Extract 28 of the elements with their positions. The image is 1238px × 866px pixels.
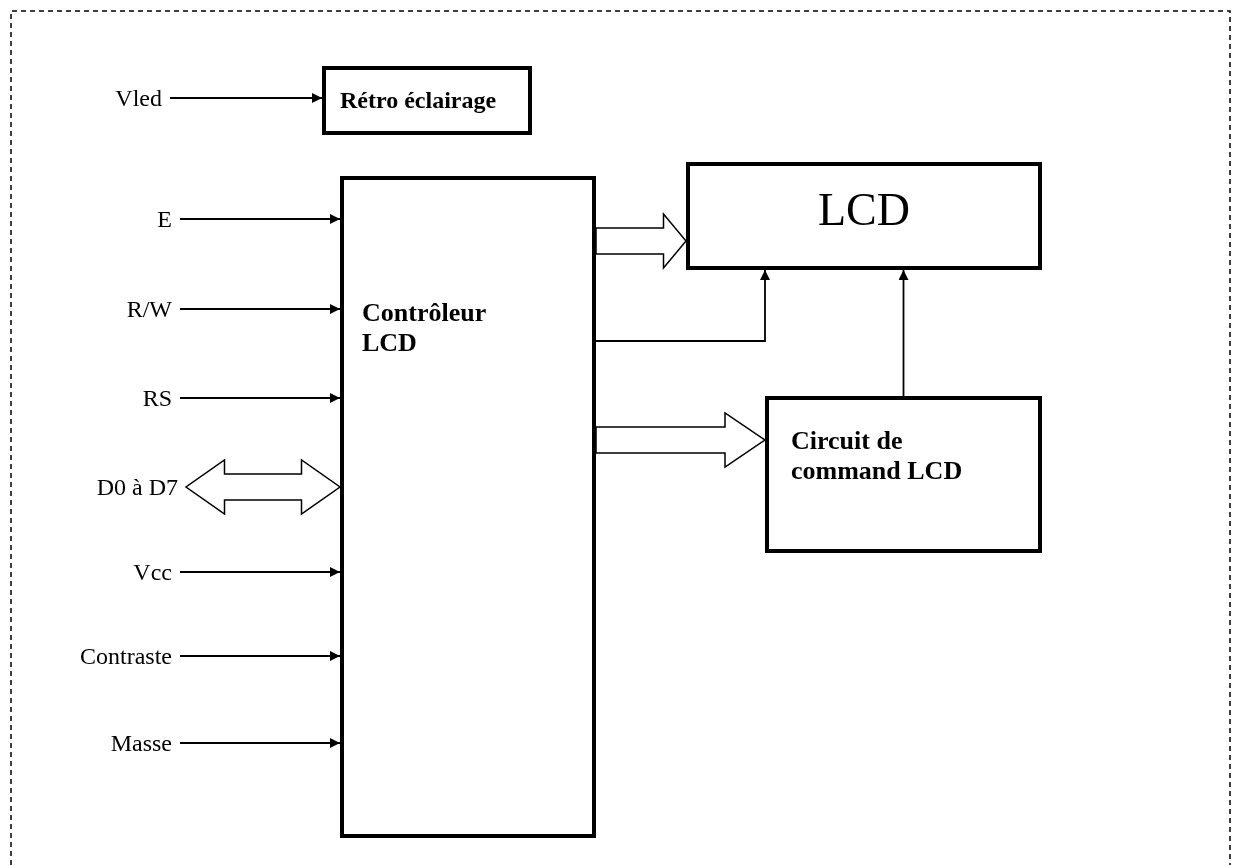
signal-name: RS bbox=[142, 384, 172, 413]
arrow bbox=[169, 93, 323, 103]
arrow bbox=[179, 738, 341, 748]
bus-arrow bbox=[595, 211, 687, 271]
block-label: Contrôleur LCD bbox=[362, 298, 487, 358]
bus-arrow bbox=[595, 411, 767, 469]
arrow bbox=[179, 214, 341, 224]
signal-name: R/W bbox=[126, 295, 172, 324]
signal-name: Contraste bbox=[80, 642, 172, 671]
block-label: Rétro éclairage bbox=[340, 87, 498, 115]
arrow bbox=[595, 269, 770, 342]
signal-name: D0 à D7 bbox=[96, 473, 178, 502]
signal-name: Masse bbox=[110, 729, 172, 758]
arrow bbox=[179, 393, 341, 403]
arrow bbox=[179, 304, 341, 314]
signal-name: Vcc bbox=[133, 558, 172, 587]
block-box bbox=[686, 162, 1042, 270]
block-box bbox=[765, 396, 1042, 553]
block-label: Circuit de command LCD bbox=[791, 426, 964, 486]
arrow bbox=[179, 651, 341, 661]
block-box bbox=[322, 66, 532, 135]
block-box bbox=[340, 176, 596, 838]
signal-name: Vled bbox=[115, 84, 162, 113]
arrow bbox=[898, 269, 909, 397]
arrow bbox=[179, 567, 341, 577]
block-label: LCD bbox=[817, 184, 911, 237]
signal-name: E bbox=[157, 205, 172, 234]
bus-double-arrow bbox=[184, 458, 342, 516]
